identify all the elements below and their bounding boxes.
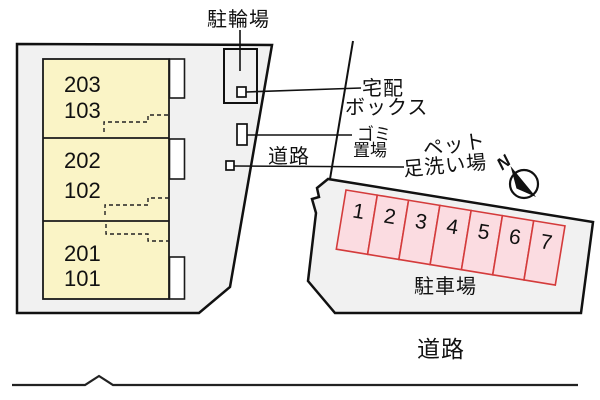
- stair-dashed-path-3: [105, 224, 169, 242]
- parking-stall-3: 3: [397, 199, 441, 266]
- svg-text:2: 2: [382, 205, 397, 230]
- road-label-bottom: 道路: [417, 336, 465, 362]
- pet-wash-label-line2: 足洗い場: [402, 151, 488, 181]
- unit-label-103: 103: [64, 98, 101, 123]
- road-label-top: 道路: [268, 145, 310, 168]
- pet-wash-marker: [225, 160, 235, 171]
- leader-delivery-box: [245, 87, 362, 93]
- compass-needle: [510, 166, 536, 197]
- svg-text:5: 5: [476, 220, 491, 245]
- bicycle-parking-label: 駐輪場: [207, 8, 270, 31]
- leader-pet-wash: [233, 165, 405, 168]
- unit-label-202: 202: [64, 148, 101, 173]
- unit-label-102: 102: [64, 178, 101, 203]
- parking-stall-2: 2: [366, 194, 410, 261]
- unit-label-101: 101: [64, 266, 101, 291]
- balcony-unit-202: [168, 138, 186, 180]
- balcony-unit-203: [168, 58, 186, 99]
- unit-label-201: 201: [64, 241, 101, 266]
- parking-stall-row: 1 2 3 4 5 6 7: [335, 189, 566, 286]
- garbage-label-line2: 置場: [353, 141, 387, 160]
- north-label: N: [493, 151, 515, 174]
- parking-stall-7: 7: [523, 219, 566, 286]
- bottom-boundary-line: [12, 374, 578, 387]
- delivery-box-marker: [236, 86, 247, 98]
- delivery-box-label-line1: 宅配: [362, 77, 404, 100]
- garbage-label-line1: ゴミ: [357, 124, 391, 144]
- svg-text:1: 1: [351, 200, 366, 225]
- svg-text:7: 7: [539, 230, 554, 255]
- building-block: [42, 58, 170, 300]
- parking-stall-1: 1: [335, 189, 379, 256]
- svg-text:4: 4: [445, 215, 461, 240]
- unit-label-203: 203: [64, 72, 101, 97]
- north-compass-icon: N: [493, 151, 540, 200]
- delivery-box-label-line2: ボックス: [345, 96, 428, 119]
- svg-text:3: 3: [413, 210, 428, 235]
- road-edge-line: [329, 40, 354, 180]
- garbage-area-marker: [236, 123, 248, 146]
- balcony-unit-201: [168, 256, 186, 300]
- stair-dashed-path-2: [104, 197, 169, 215]
- svg-text:6: 6: [507, 225, 522, 250]
- parking-lot-label: 駐車場: [414, 275, 477, 298]
